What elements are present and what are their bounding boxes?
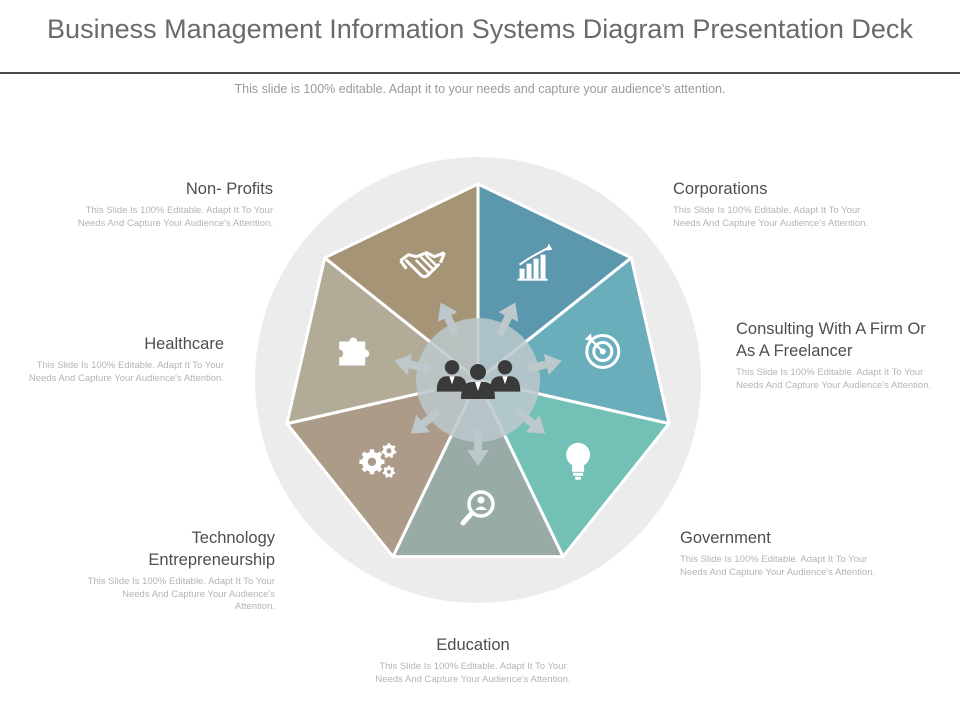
label-nonprofits: Non- Profits This Slide Is 100% Editable… xyxy=(73,178,273,230)
segment-description: This Slide Is 100% Editable. Adapt It To… xyxy=(87,576,275,612)
bar-chart-icon xyxy=(517,243,553,281)
segment-description: This Slide Is 100% Editable. Adapt It To… xyxy=(375,661,571,685)
hub-arrow-icon xyxy=(394,353,431,376)
segment-title: Non- Profits xyxy=(185,180,273,198)
segment-title: Consulting With A Firm Or As A Freelance… xyxy=(736,320,926,360)
handshake-icon xyxy=(399,251,446,279)
segment-description: This Slide Is 100% Editable. Adapt It To… xyxy=(28,360,224,384)
people-group-icon xyxy=(436,360,521,399)
segment-icons xyxy=(339,243,621,526)
segment-title: Corporations xyxy=(673,180,768,198)
segment-title: Technology Entrepreneurship xyxy=(148,529,275,569)
hub-arrow-icon xyxy=(525,353,562,376)
label-government: Government This Slide Is 100% Editable. … xyxy=(680,527,880,579)
segment-description: This Slide Is 100% Editable. Adapt It To… xyxy=(77,205,273,229)
label-healthcare: Healthcare This Slide Is 100% Editable. … xyxy=(24,333,224,385)
segment-description: This Slide Is 100% Editable. Adapt It To… xyxy=(680,554,876,578)
hub-arrow-icon xyxy=(467,430,489,466)
label-education: Education This Slide Is 100% Editable. A… xyxy=(373,634,573,686)
hub-arrow-icon xyxy=(437,302,460,337)
label-technology: Technology Entrepreneurship This Slide I… xyxy=(80,527,275,614)
puzzle-icon xyxy=(339,337,370,366)
title-divider xyxy=(0,72,960,74)
hub-arrow-icon xyxy=(514,408,546,434)
lightbulb-icon xyxy=(566,442,591,480)
page-title: Business Management Information Systems … xyxy=(47,14,913,44)
page-subtitle: This slide is 100% editable. Adapt it to… xyxy=(234,82,726,96)
label-corporations: Corporations This Slide Is 100% Editable… xyxy=(673,178,873,230)
target-icon xyxy=(584,333,621,370)
hub-arrow-icon xyxy=(496,302,519,337)
hub-arrow-icon xyxy=(410,408,442,434)
segment-title: Healthcare xyxy=(144,335,224,353)
segment-title: Education xyxy=(436,636,510,654)
segment-description: This Slide Is 100% Editable. Adapt It To… xyxy=(673,205,869,229)
segment-title: Government xyxy=(680,529,771,547)
segment-nonprofits xyxy=(323,182,480,382)
segment-description: This Slide Is 100% Editable. Adapt It To… xyxy=(736,367,932,391)
search-user-icon xyxy=(460,490,495,526)
label-consulting: Consulting With A Firm Or As A Freelance… xyxy=(736,318,936,392)
gears-icon xyxy=(359,443,397,478)
